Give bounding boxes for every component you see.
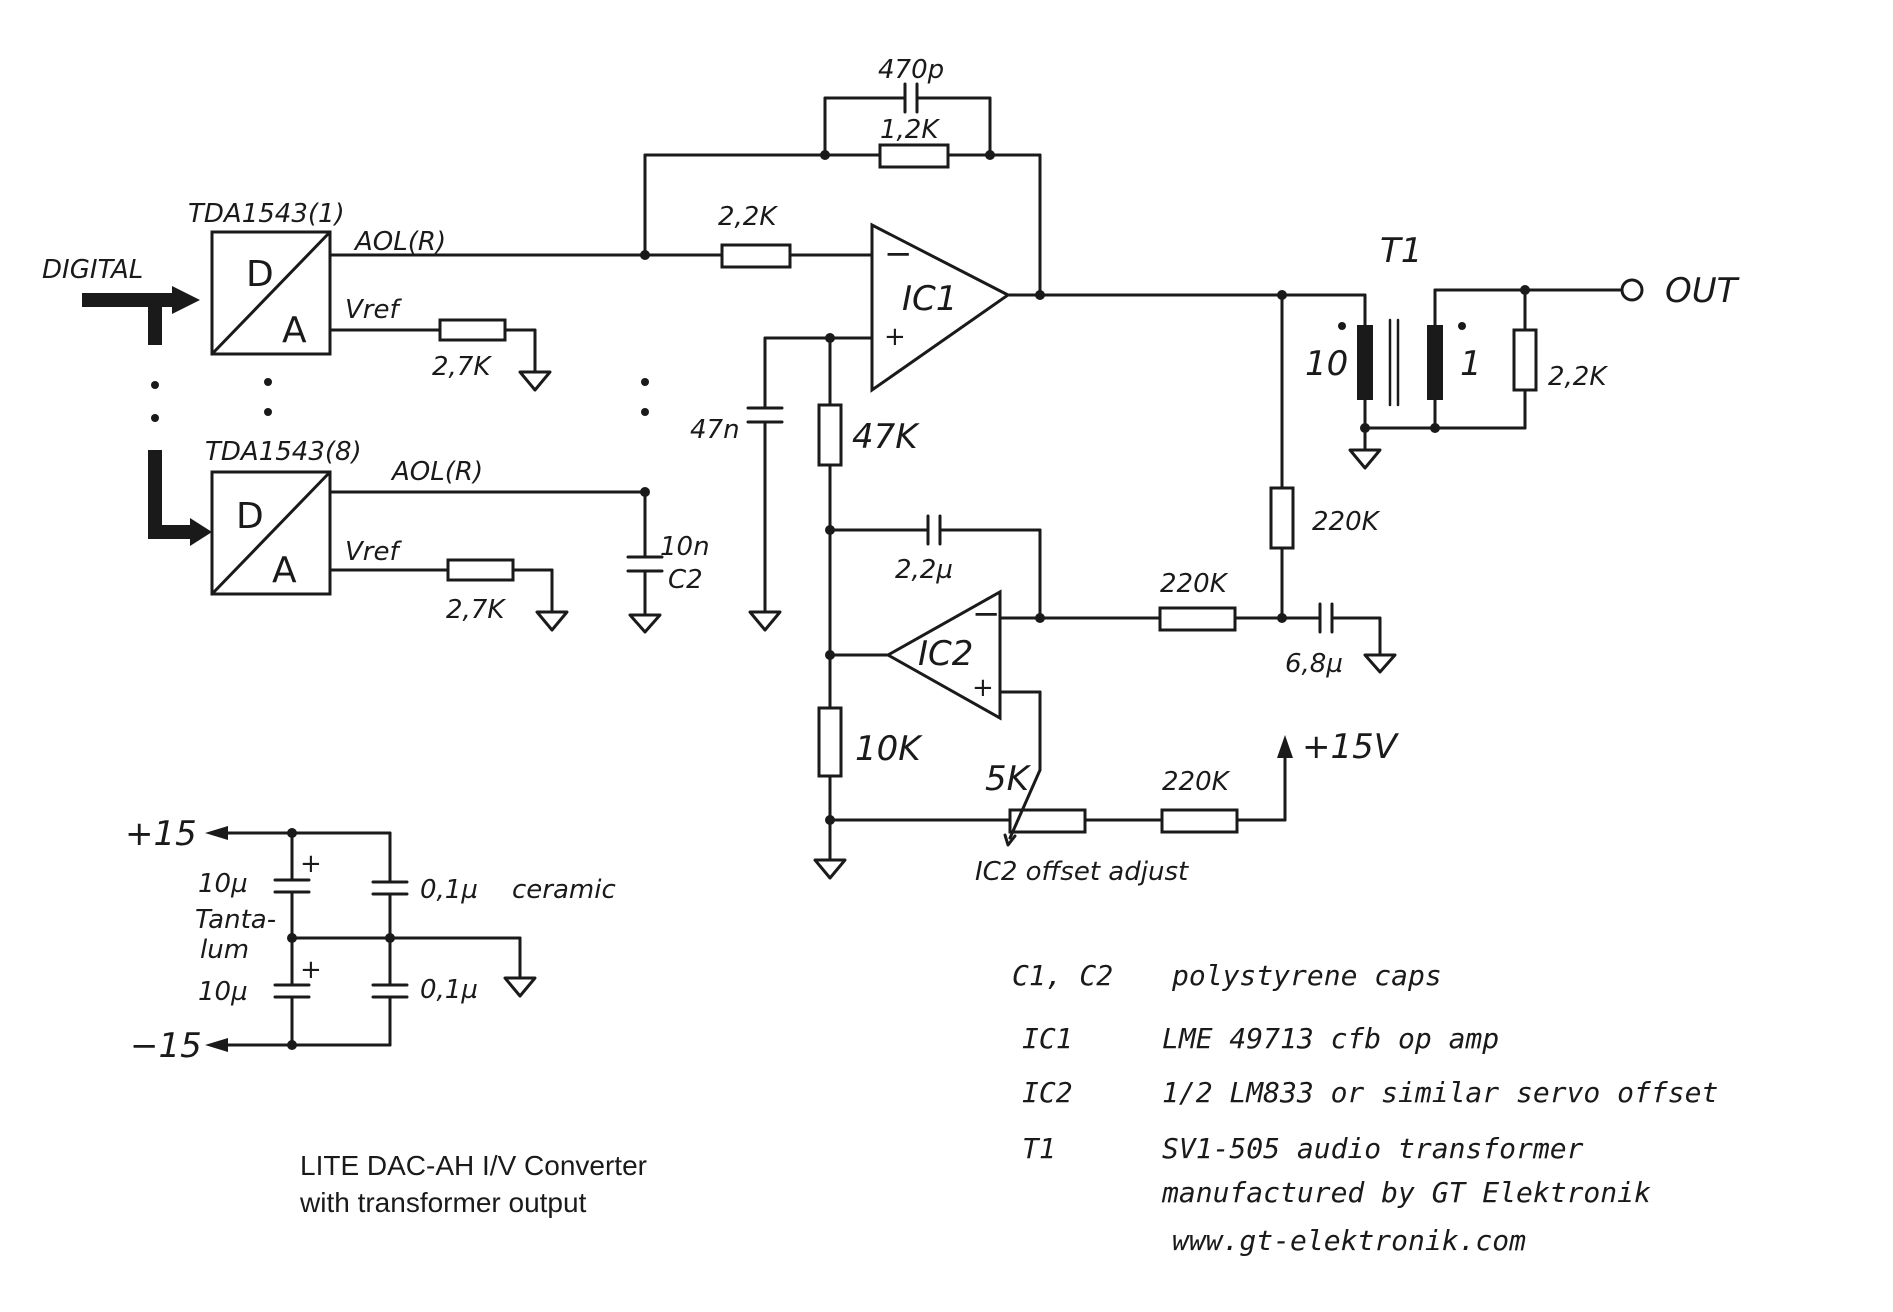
legend-ref-2: IC2 <box>1022 1076 1073 1109</box>
servo-feedback-network: 220K 6,8µ 220K <box>1038 290 1397 679</box>
c-tant-bot-label: 10µ <box>198 977 248 1007</box>
c-cer-top-label: 0,1µ <box>420 875 478 905</box>
minus-15-label: −15 <box>130 1026 202 1066</box>
vref1-network: Vref 2,7K <box>328 295 552 392</box>
tda1543-8-label: TDA1543(8) <box>205 437 362 467</box>
c-47n-label: 47n <box>690 415 740 445</box>
transformer-t1: T1 10 1 2,2K OUT <box>1305 231 1740 470</box>
ic2-plus: + <box>972 673 994 703</box>
component-legend: C1, C2 polystyrene caps IC1 LME 49713 cf… <box>1012 959 1718 1257</box>
dac-block-8: TDA1543(8) D A <box>205 437 362 596</box>
r-220k-divider-label: 220K <box>1312 507 1381 537</box>
vref1-label: Vref <box>345 295 402 325</box>
c-tant-top-label: 10µ <box>198 869 248 899</box>
plus-15-label: +15 <box>125 814 197 854</box>
r-vref1-label: 2,7K <box>432 352 492 382</box>
c2-label: C2 <box>668 565 703 595</box>
pot-5k-label: 5K <box>985 759 1032 799</box>
diagram-caption: LITE DAC-AH I/V Converter with transform… <box>299 1150 647 1218</box>
r-1k2-label: 1,2K <box>880 115 940 145</box>
vref8-label: Vref <box>345 537 402 567</box>
ic2-minus: − <box>972 594 1001 634</box>
offset-adjust-network: 10K 5K 220K +15V IC2 offset adjust <box>813 706 1400 887</box>
ic1-label: IC1 <box>902 279 957 319</box>
dac8-d-label: D <box>236 496 264 537</box>
legend-manufacturer: manufactured by GT Elektronik <box>1161 1176 1651 1209</box>
input-resistor: 2,2K <box>718 202 792 269</box>
r-47k-label: 47K <box>852 417 920 457</box>
tantalum-top-plus: + <box>300 849 322 879</box>
tda1543-1-label: TDA1543(1) <box>188 199 345 229</box>
dac1-a-label: A <box>282 310 307 351</box>
servo-integrator-cap: 2,2µ <box>828 514 1042 620</box>
legend-desc-0: polystyrene caps <box>1171 959 1442 992</box>
supply-decoupling: +15 + 10µ Tanta- lum 0,1µ ceramic + 10µ … <box>125 814 616 1066</box>
c-470p-label: 470p <box>878 55 944 85</box>
caption-line-2: with transformer output <box>299 1187 587 1218</box>
tantalum-label-2: lum <box>200 935 249 965</box>
c-2u2-label: 2,2µ <box>895 555 953 585</box>
r-vref8-label: 2,7K <box>446 595 506 625</box>
legend-desc-2: 1/2 LM833 or similar servo offset <box>1162 1076 1718 1109</box>
dac-block-1: TDA1543(1) D A <box>188 199 345 356</box>
digital-input-arrows: DIGITAL <box>42 255 212 546</box>
ic1-opamp: IC1 − + <box>788 222 1045 393</box>
out-label: OUT <box>1665 271 1740 311</box>
legend-ref-3: T1 <box>1022 1132 1056 1165</box>
ic1-minus: − <box>884 234 913 274</box>
r-10k-label: 10K <box>855 729 923 769</box>
tantalum-bot-plus: + <box>300 955 322 985</box>
dac8-a-label: A <box>272 550 297 591</box>
legend-url: www.gt-elektronik.com <box>1172 1224 1526 1257</box>
t1-label: T1 <box>1380 231 1422 271</box>
r-load-2k2-label: 2,2K <box>1548 362 1608 392</box>
caption-line-1: LITE DAC-AH I/V Converter <box>300 1150 647 1181</box>
feedback-network: 470p 1,2K <box>643 55 1042 297</box>
r-220k-supply-label: 220K <box>1162 767 1231 797</box>
ic2-label: IC2 <box>918 634 973 674</box>
vref8-network: Vref 2,7K <box>328 537 569 632</box>
aol-bus: AOL(R) AOL(R) 10n C2 <box>328 153 727 634</box>
winding-10-label: 10 <box>1305 344 1348 384</box>
plus-15v-label: +15V <box>1302 727 1400 767</box>
digital-label: DIGITAL <box>42 255 143 285</box>
c-6u8-label: 6,8µ <box>1285 649 1343 679</box>
winding-1-label: 1 <box>1460 344 1482 384</box>
legend-ref-0: C1, C2 <box>1012 959 1113 992</box>
legend-desc-3: SV1-505 audio transformer <box>1162 1132 1584 1165</box>
legend-ref-1: IC1 <box>1022 1022 1073 1055</box>
c-10n-label: 10n <box>660 532 710 562</box>
r-220k-servo-label: 220K <box>1160 569 1229 599</box>
ic1-plus: + <box>884 322 906 352</box>
c-cer-bot-label: 0,1µ <box>420 975 478 1005</box>
tantalum-label: Tanta- <box>195 905 276 935</box>
ceramic-label: ceramic <box>512 875 616 905</box>
dac1-d-label: D <box>246 254 274 295</box>
legend-desc-1: LME 49713 cfb op amp <box>1162 1022 1499 1055</box>
ic2-offset-adjust-label: IC2 offset adjust <box>975 857 1189 887</box>
aol1-label: AOL(R) <box>353 227 446 257</box>
aol8-label: AOL(R) <box>390 457 483 487</box>
r-2k2-input-label: 2,2K <box>718 202 778 232</box>
